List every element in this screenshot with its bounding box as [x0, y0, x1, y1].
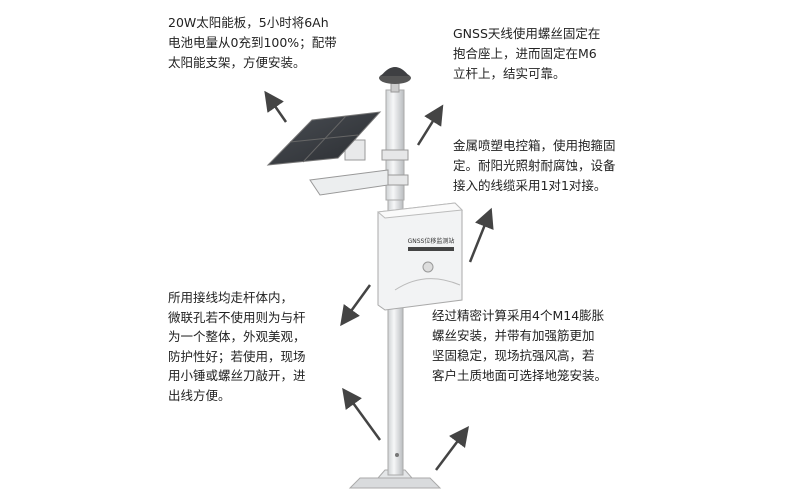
note-line: 所用接线均走杆体内， [168, 290, 294, 305]
arrow-box [468, 207, 494, 263]
note-line: 坚固稳定，现场抗强风高，若 [432, 348, 595, 363]
note-line: 客户土质地面可选择地笼安装。 [432, 368, 608, 383]
note-line: 用小锤或螺丝刀敲开，进 [168, 368, 306, 383]
wiring-hole [395, 453, 399, 457]
note-line: 出线方便。 [168, 387, 231, 403]
note-solar-panel: 20W太阳能板，5小时将6Ah 电池电量从0充到100%；配带 太阳能支架，方便… [168, 13, 337, 73]
arrow-antenna [416, 104, 444, 146]
control-box: GNSS位移监测站 [376, 202, 464, 311]
note-antenna: GNSS天线使用螺丝固定在 抱合座上，进而固定在M6 立杆上，结实可靠。 [453, 24, 600, 84]
arrow-wiring [340, 284, 372, 327]
note-line: 为一个整体，外观美观， [168, 329, 306, 344]
note-line: GNSS天线使用螺丝固定在 [453, 26, 601, 41]
note-wiring: 所用接线均走杆体内， 微联孔若不使用则为与杆 为一个整体，外观美观， 防护性好；… [168, 288, 306, 405]
note-base: 经过精密计算采用4个M14膨胀 螺丝安装，并带有加强筋更加 坚固稳定，现场抗强风… [432, 306, 607, 386]
note-line: 防护性好；若使用，现场 [168, 348, 306, 364]
arrow-pole [342, 387, 382, 441]
note-line: 定。耐阳光照射耐腐蚀，设备 [453, 158, 616, 173]
note-line: 经过精密计算采用4个M14膨胀 [432, 308, 605, 323]
arrow-solar [264, 90, 288, 123]
gnss-antenna [379, 67, 411, 93]
control-box-label: GNSS位移监测站 [408, 237, 455, 245]
note-line: 接入的线缆采用1对1对接。 [453, 178, 607, 193]
arrow-base [435, 426, 469, 471]
note-line: 立杆上，结实可靠。 [453, 66, 566, 81]
note-line: 20W太阳能板，5小时将6Ah [168, 15, 329, 30]
note-line: 电池电量从0充到100%；配带 [168, 35, 337, 50]
note-line: 微联孔若不使用则为与杆 [168, 309, 306, 325]
note-line: 太阳能支架，方便安装。 [168, 55, 306, 70]
note-line: 螺丝安装，并带有加强筋更加 [432, 328, 595, 343]
note-line: 抱合座上，进而固定在M6 [453, 46, 597, 61]
note-line: 金属喷塑电控箱，使用抱箍固 [453, 138, 616, 153]
note-control-box: 金属喷塑电控箱，使用抱箍固 定。耐阳光照射耐腐蚀，设备 接入的线缆采用1对1对接… [453, 136, 616, 196]
